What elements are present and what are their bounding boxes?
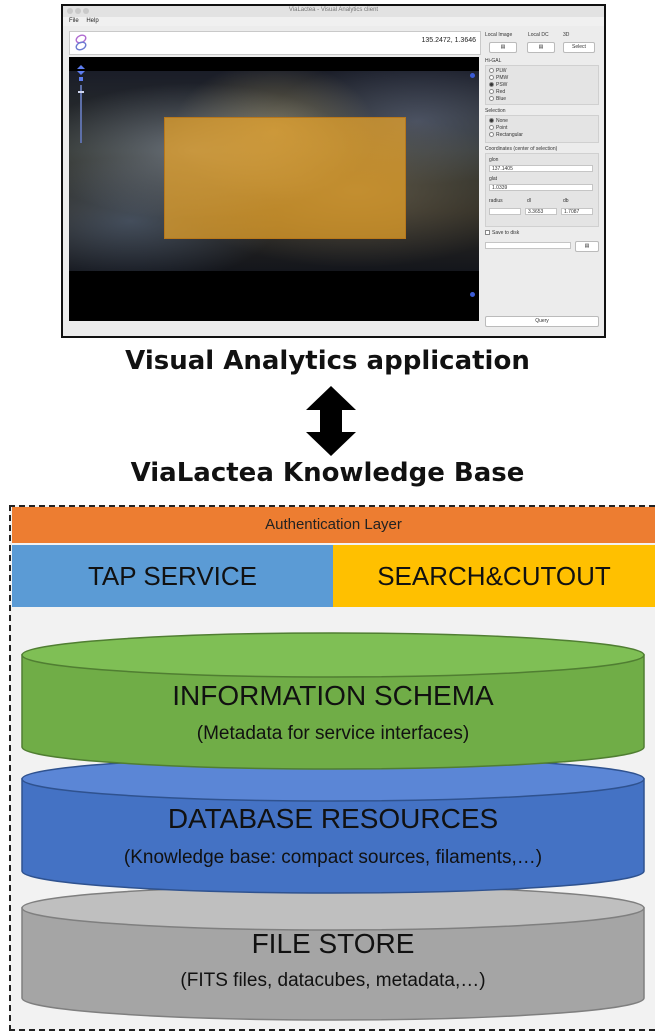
radio-psw[interactable]: PSW bbox=[489, 82, 507, 88]
radio-none[interactable]: None bbox=[489, 118, 508, 124]
search-cutout-box: SEARCH&CUTOUT bbox=[333, 545, 655, 607]
database-resources-title: DATABASE RESOURCES bbox=[167, 803, 499, 834]
information-schema-subtitle: (Metadata for service interfaces) bbox=[196, 723, 470, 744]
selection-group bbox=[485, 115, 599, 143]
radio-plw[interactable]: PLW bbox=[489, 68, 506, 74]
menu-bar: File Help bbox=[63, 17, 604, 26]
maximize-window-button[interactable] bbox=[83, 8, 89, 14]
radio-point[interactable]: Point bbox=[489, 125, 507, 131]
kb-heading: ViaLactea Knowledge Base bbox=[130, 458, 525, 488]
window-title: ViaLactea - Visual Analytics client bbox=[288, 7, 379, 13]
local-image-label: Local Image bbox=[485, 32, 513, 38]
radio-blue[interactable]: Blue bbox=[489, 96, 506, 102]
higal-group bbox=[485, 65, 599, 105]
menu-help[interactable]: Help bbox=[86, 18, 99, 24]
authentication-layer: Authentication Layer bbox=[12, 507, 655, 543]
information-schema-cylinder bbox=[21, 632, 645, 770]
radio-red[interactable]: Red bbox=[489, 89, 505, 95]
close-window-button[interactable] bbox=[67, 8, 73, 14]
file-store-subtitle: (FITS files, datacubes, metadata,…) bbox=[180, 970, 486, 991]
glat-field[interactable]: 1.0339 bbox=[489, 184, 593, 191]
file-store-title: FILE STORE bbox=[251, 928, 415, 959]
save-path-field[interactable] bbox=[485, 242, 571, 249]
tap-service-box: TAP SERVICE bbox=[12, 545, 333, 607]
pan-handle-icon[interactable] bbox=[470, 292, 475, 297]
control-panel: Local Image Local DC 3D ▤ ▤ Select Hi-GA… bbox=[483, 28, 601, 328]
bidirectional-arrow-icon bbox=[306, 386, 356, 456]
toolbar: 135.2472, 1.3646 bbox=[69, 31, 481, 55]
dl-label: dl bbox=[527, 198, 531, 204]
minimize-window-button[interactable] bbox=[75, 8, 81, 14]
radio-rectangular[interactable]: Rectangular bbox=[489, 132, 523, 138]
three-d-label: 3D bbox=[563, 32, 570, 38]
glon-field[interactable]: 137.1405 bbox=[489, 165, 593, 172]
cursor-coordinates: 135.2472, 1.3646 bbox=[421, 37, 477, 44]
radius-field[interactable] bbox=[489, 208, 521, 215]
sky-image-viewer[interactable] bbox=[69, 57, 479, 321]
app-screenshot: ViaLactea - Visual Analytics client File… bbox=[61, 4, 606, 338]
db-label: db bbox=[563, 198, 569, 204]
open-datacube-button[interactable]: ▤ bbox=[527, 42, 555, 53]
glat-label: glat bbox=[489, 176, 498, 182]
dl-field[interactable]: 3.3653 bbox=[525, 208, 557, 215]
rectangular-selection[interactable] bbox=[164, 117, 406, 239]
radius-label: radius bbox=[489, 198, 503, 204]
information-schema-title: INFORMATION SCHEMA bbox=[172, 680, 494, 711]
vialactea-logo-icon bbox=[75, 34, 87, 51]
database-resources-subtitle: (Knowledge base: compact sources, filame… bbox=[123, 847, 543, 868]
menu-file[interactable]: File bbox=[69, 18, 79, 24]
local-dc-label: Local DC bbox=[528, 32, 549, 38]
database-resources-cylinder bbox=[21, 756, 645, 894]
db-field[interactable]: 1.7087 bbox=[561, 208, 593, 215]
coordinates-label: Coordinates (center of selection) bbox=[485, 146, 558, 152]
query-button[interactable]: Query bbox=[485, 316, 599, 327]
pan-handle-icon[interactable] bbox=[470, 73, 475, 78]
selection-label: Selection bbox=[485, 108, 506, 114]
open-image-button[interactable]: ▤ bbox=[489, 42, 517, 53]
higal-label: Hi-GAL bbox=[485, 58, 502, 64]
radio-pmw[interactable]: PMW bbox=[489, 75, 508, 81]
glon-label: glon bbox=[489, 157, 499, 163]
select-button[interactable]: Select bbox=[563, 42, 595, 53]
app-heading: Visual Analytics application bbox=[125, 346, 530, 376]
save-to-disk-checkbox[interactable]: Save to disk bbox=[485, 230, 519, 236]
browse-folder-button[interactable]: ▤ bbox=[575, 241, 599, 252]
zoom-slider[interactable] bbox=[77, 65, 85, 145]
